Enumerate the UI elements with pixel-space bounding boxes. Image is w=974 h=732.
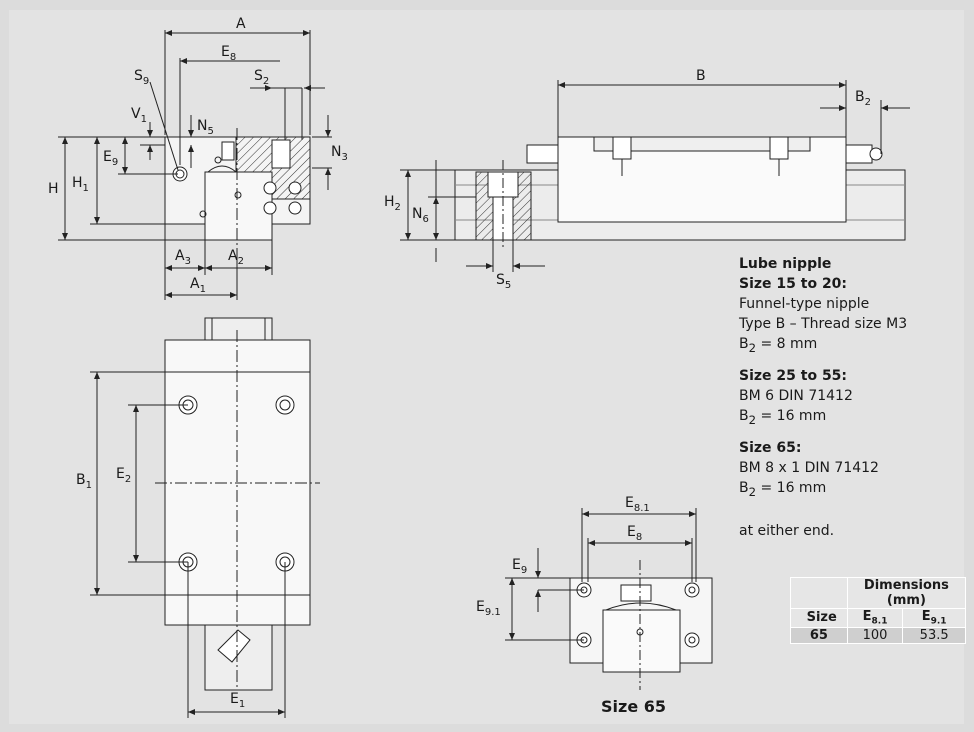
front-view-labels: A E8 S9 V1 N5 S2 N3 E9 H H1 A3 A2 A1 [48, 16, 348, 295]
notes-size3-heading: Size 65: [739, 439, 802, 456]
notes-size2-line1: BM 6 DIN 71412 [739, 387, 853, 404]
label-E9b: E9 [512, 557, 527, 576]
lube-nipple-notes: Lube nipple Size 15 to 20: Funnel-type n… [739, 254, 959, 541]
label-B2: B2 [855, 89, 871, 108]
top-view-labels: B1 E2 E1 [76, 466, 245, 710]
label-S2: S2 [254, 68, 269, 87]
dimensions-header: Dimensions(mm) [846, 577, 967, 609]
technical-drawing: A E8 S9 V1 N5 S2 N3 E9 H H1 A3 A2 A1 [48, 16, 910, 718]
label-N5: N5 [197, 118, 214, 137]
label-A1: A1 [190, 276, 206, 295]
side-view-labels: B B2 H2 N6 S5 [384, 68, 871, 291]
label-A: A [236, 16, 246, 32]
label-E8b: E8 [627, 524, 642, 543]
label-H: H [48, 181, 59, 197]
notes-size3-b2: B2 = 16 mm [739, 479, 827, 499]
label-B: B [696, 68, 706, 84]
col-size: Size [790, 608, 848, 628]
label-B1: B1 [76, 472, 92, 491]
label-V1: V1 [131, 106, 147, 125]
label-E8: E8 [221, 44, 236, 63]
notes-size2-heading: Size 25 to 55: [739, 367, 848, 384]
notes-tail: at either end. [739, 523, 835, 540]
label-E9: E9 [103, 149, 118, 168]
label-E2: E2 [116, 466, 131, 485]
table-row: 65 100 53.5 [790, 626, 966, 644]
side-view [400, 80, 910, 272]
col-e91: E9.1 [902, 608, 966, 628]
col-e81: E8.1 [846, 608, 904, 628]
notes-size1-heading: Size 15 to 20: [739, 276, 848, 292]
label-E81: E8.1 [625, 495, 650, 514]
figure-label: Size 65 [601, 697, 667, 716]
label-A3: A3 [175, 248, 191, 267]
notes-size2-b2: B2 = 16 mm [739, 407, 827, 427]
label-A2: A2 [228, 248, 244, 267]
label-E91: E9.1 [476, 599, 501, 618]
label-H1: H1 [72, 175, 89, 194]
notes-title: Lube nipple [739, 256, 832, 272]
cell-e81: 100 [846, 626, 904, 644]
rail-profile [204, 171, 273, 241]
size65-labels: E8.1 E8 E9 E9.1 [476, 495, 650, 618]
notes-size1-b2: B2 = 8 mm [739, 336, 818, 355]
notes-size1-line2: Type B – Thread size M3 [739, 316, 908, 332]
notes-size3-line1: BM 8 x 1 DIN 71412 [739, 459, 879, 476]
top-view [90, 317, 320, 718]
label-S9: S9 [134, 68, 149, 87]
dimensions-table: Dimensions(mm) Size E8.1 E9.1 65 100 53.… [790, 577, 967, 644]
label-N6: N6 [412, 206, 429, 225]
front-view [58, 30, 332, 300]
size65-view [505, 508, 713, 690]
drawing-sheet: A E8 S9 V1 N5 S2 N3 E9 H H1 A3 A2 A1 [9, 10, 964, 724]
label-E1: E1 [230, 691, 245, 710]
label-N3: N3 [331, 144, 348, 163]
notes-size1-line1: Funnel-type nipple [739, 296, 870, 312]
cell-size: 65 [790, 626, 848, 644]
label-H2: H2 [384, 194, 401, 213]
cell-e91: 53.5 [902, 626, 966, 644]
label-S5: S5 [496, 272, 511, 291]
